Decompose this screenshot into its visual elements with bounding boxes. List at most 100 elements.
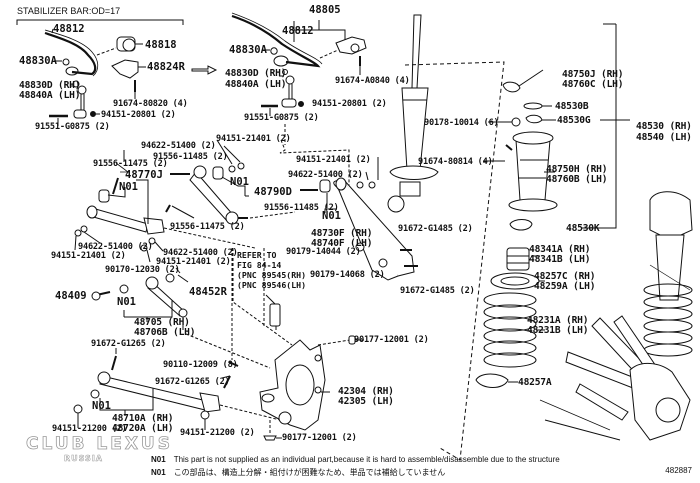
stabilizer-link-left — [72, 80, 87, 119]
rear-knuckle-42304 — [259, 339, 326, 431]
stabilizer-group-bracket — [16, 19, 184, 25]
part-label-48706B-lh[interactable]: 48706B (LH) — [134, 327, 196, 338]
part-label-91551-G0875[interactable]: 91551-G0875 (2) — [35, 122, 110, 132]
part-label-48530B[interactable]: 48530B — [555, 101, 589, 112]
part-label-90179-14044[interactable]: 90179-14044 (2) — [286, 247, 361, 257]
part-label-94622-51400-b[interactable]: 94622-51400 (2) — [78, 242, 153, 252]
part-label-48812-b[interactable]: 48812 — [282, 25, 314, 37]
part-label-91556-11485-b[interactable]: 91556-11485 (2) — [264, 203, 339, 213]
footnote-code: N01 — [151, 455, 166, 464]
part-label-48409[interactable]: 48409 — [55, 290, 87, 302]
diagram-id: 482887 — [665, 466, 692, 475]
stabilizer-link-right — [281, 69, 297, 108]
footnote-code: N01 — [151, 468, 166, 477]
part-label-91672-G1485-b[interactable]: 91672-G1485 (2) — [400, 286, 475, 296]
part-label-42305-lh[interactable]: 42305 (LH) — [338, 396, 394, 407]
upper-arm-48790D — [170, 165, 239, 225]
part-label-48341A-rh[interactable]: 48341A (RH) — [529, 244, 591, 255]
part-label-48818[interactable]: 48818 — [145, 39, 177, 51]
part-label-48770J[interactable]: 48770J — [125, 169, 163, 181]
refer-note-line: (PNC 89546(LH) — [237, 280, 307, 290]
part-label-94622-51400-d[interactable]: 94622-51400 (2) — [288, 170, 363, 180]
part-label-94151-20801-b[interactable]: 94151-20801 (2) — [312, 99, 387, 109]
part-label-48824R[interactable]: 48824R — [147, 61, 185, 73]
part-label-48705-rh[interactable]: 48705 (RH) — [134, 317, 190, 328]
part-label-94622-51400-a[interactable]: 94622-51400 (2) — [141, 141, 216, 151]
part-label-48257A[interactable]: 48257A — [518, 377, 552, 388]
part-label-91672-G1485-a[interactable]: 91672-G1485 (2) — [398, 224, 473, 234]
watermark-subtitle: RUSSIA — [64, 454, 103, 464]
part-label-48452R[interactable]: 48452R — [189, 286, 227, 298]
part-label-48840A-lh[interactable]: 48840A (LH) — [19, 90, 81, 101]
nut-48830A-left — [62, 58, 70, 66]
part-label-48840A-lh-b[interactable]: 48840A (LH) — [225, 79, 287, 90]
part-label-90177-12001-a[interactable]: 90177-12001 (2) — [354, 335, 429, 345]
lower-insulator-48257A — [475, 373, 509, 388]
part-label-90170-12030[interactable]: 90170-12030 (2) — [105, 265, 180, 275]
part-label-48830A-b[interactable]: 48830A — [229, 44, 267, 56]
dashed-boundary — [404, 61, 505, 461]
bracket-48824R — [111, 59, 139, 79]
note-ref-n01-b[interactable]: N01 — [230, 176, 249, 188]
part-label-91556-11485-a[interactable]: 91556-11485 (2) — [153, 152, 228, 162]
part-label-48341B-lh[interactable]: 48341B (LH) — [529, 254, 591, 265]
lateral-link-48705 — [145, 273, 188, 330]
part-label-48530G[interactable]: 48530G — [557, 115, 591, 126]
note-ref-n01-e[interactable]: N01 — [92, 400, 111, 412]
part-label-94151-21401-d[interactable]: 94151-21401 (2) — [296, 155, 371, 165]
part-label-48760B-lh[interactable]: 48760B (LH) — [546, 174, 608, 185]
part-label-94151-21200-b[interactable]: 94151-21200 (2) — [180, 428, 255, 438]
part-label-90178-10014[interactable]: 90178-10014 (6) — [424, 118, 499, 128]
part-label-48710A-rh[interactable]: 48710A (RH) — [112, 413, 174, 424]
part-label-42304-rh[interactable]: 42304 (RH) — [338, 386, 394, 397]
refer-note-line: (PNC 89545(RH) — [237, 270, 307, 280]
part-label-48805[interactable]: 48805 — [309, 4, 341, 16]
refer-to-note[interactable]: REFER TO FIG 84-14 (PNC 89545(RH) (PNC 8… — [237, 250, 306, 290]
part-label-48720A-lh[interactable]: 48720A (LH) — [112, 423, 174, 434]
note-ref-n01-c[interactable]: N01 — [322, 210, 341, 222]
part-label-91672-G1265-b[interactable]: 91672-G1265 (2) — [155, 377, 230, 387]
part-label-48812[interactable]: 48812 — [53, 23, 85, 35]
footnote-text: This part is not supplied as an individu… — [173, 455, 560, 464]
part-label-48730F-rh[interactable]: 48730F (RH) — [311, 228, 373, 239]
upper-mount-48750H — [508, 131, 558, 212]
part-label-94151-20801[interactable]: 94151-20801 (2) — [101, 110, 176, 120]
part-label-90177-12001-b[interactable]: 90177-12001 (2) — [282, 433, 357, 443]
stabilizer-bar-right — [231, 14, 321, 68]
part-label-91556-11475-a[interactable]: 91556-11475 (2) — [93, 159, 168, 169]
note-ref-n01-a[interactable]: N01 — [119, 181, 138, 193]
part-label-48790D[interactable]: 48790D — [254, 186, 292, 198]
part-label-91674-80820[interactable]: 91674-80820 (4) — [113, 99, 188, 109]
part-label-90110-12009[interactable]: 90110-12009 (8) — [163, 360, 238, 370]
part-label-48257C-rh[interactable]: 48257C (RH) — [534, 271, 596, 282]
part-label-94622-51400-c[interactable]: 94622-51400 (2) — [163, 248, 238, 258]
part-label-94151-21401-a[interactable]: 94151-21401 (2) — [216, 134, 291, 144]
part-label-48259A-lh[interactable]: 48259A (LH) — [534, 281, 596, 292]
part-label-91674-80814[interactable]: 91674-80814 (4) — [418, 157, 493, 167]
part-label-48830D-rh-b[interactable]: 48830D (RH) — [225, 68, 287, 79]
part-label-91674-A0840[interactable]: 91674-A0840 (4) — [335, 76, 410, 86]
part-label-48540-lh[interactable]: 48540 (LH) — [636, 132, 692, 143]
part-label-48740F-lh[interactable]: 48740F (LH) — [311, 238, 373, 249]
part-label-94151-21401-c[interactable]: 94151-21401 (2) — [156, 257, 231, 267]
part-label-94151-21401-b[interactable]: 94151-21401 (2) — [51, 251, 126, 261]
stabilizer-bar-left — [44, 31, 97, 76]
part-label-48760C-lh[interactable]: 48760C (LH) — [562, 79, 624, 90]
part-label-48530K[interactable]: 48530K — [566, 223, 600, 234]
refer-dashed-box — [232, 248, 293, 346]
part-label-91672-G1265-a[interactable]: 91672-G1265 (2) — [91, 339, 166, 349]
part-label-48750H-rh[interactable]: 48750H (RH) — [546, 164, 608, 175]
part-label-48830D-rh[interactable]: 48830D (RH) — [19, 80, 81, 91]
part-label-91551-G0875-b[interactable]: 91551-G0875 (2) — [244, 113, 319, 123]
part-label-91556-11475-b[interactable]: 91556-11475 (2) — [170, 222, 245, 232]
part-label-48830A[interactable]: 48830A — [19, 55, 57, 67]
part-label-48750J-rh[interactable]: 48750J (RH) — [562, 69, 624, 80]
part-label-48530-rh[interactable]: 48530 (RH) — [636, 121, 692, 132]
nut-48830A-right — [270, 47, 278, 55]
note-ref-n01-d[interactable]: N01 — [117, 296, 136, 308]
part-label-94151-21200-a[interactable]: 94151-21200 (2) — [52, 424, 127, 434]
part-label-48231A-rh[interactable]: 48231A (RH) — [527, 315, 589, 326]
part-label-90179-14068[interactable]: 90179-14068 (2) — [310, 270, 385, 280]
part-label-48231B-lh[interactable]: 48231B (LH) — [527, 325, 589, 336]
